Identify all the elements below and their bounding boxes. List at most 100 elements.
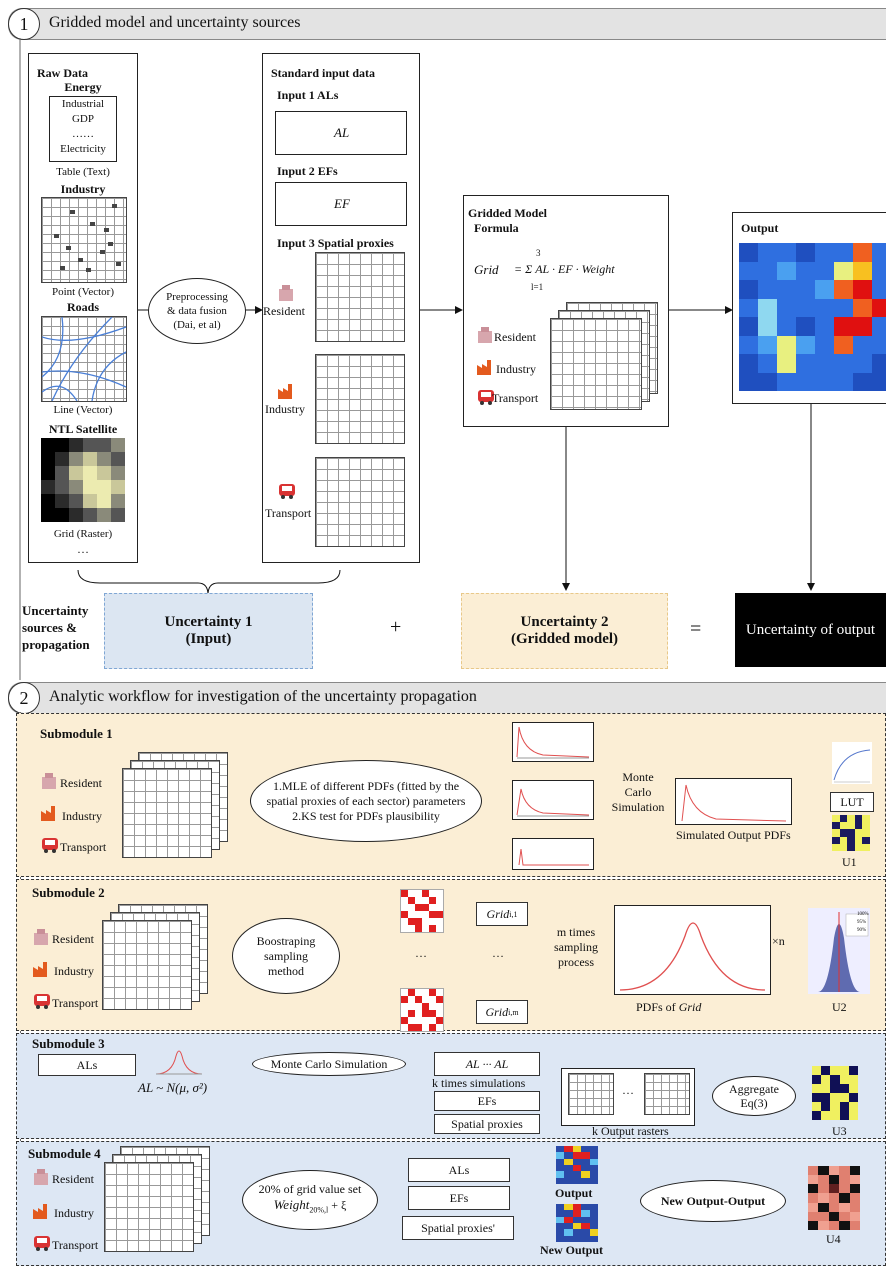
weight-formula: Weight20%,l + ξ [274, 1197, 347, 1217]
formula-lhs: Grid [474, 262, 499, 277]
raster-cell [853, 280, 872, 299]
raster-cell [83, 508, 97, 522]
raster-cell [422, 1010, 429, 1017]
u4-raster [808, 1166, 860, 1230]
raster-cell [97, 452, 111, 466]
raster-cell [828, 1202, 840, 1212]
unc1-line: Uncertainty 1 [164, 614, 253, 630]
raster-cell [581, 1222, 590, 1230]
raster-cell [849, 1220, 860, 1230]
u4-label: U4 [826, 1232, 841, 1246]
raster-cell [83, 438, 97, 452]
raster-cell [818, 1184, 829, 1194]
raster-cell [408, 904, 415, 911]
raster-cell [422, 1003, 429, 1010]
uncertainty-2-box: Uncertainty 2 (Gridded model) [461, 593, 668, 669]
raster-cell [581, 1177, 590, 1184]
raster-cell [415, 1024, 422, 1031]
lut-box: LUT [830, 792, 874, 812]
road-line-map [41, 316, 127, 402]
raster-cell [777, 354, 796, 373]
raster-cell [848, 1111, 858, 1120]
raster-cell [808, 1193, 819, 1203]
raster-cell [401, 996, 408, 1003]
raster-cell [849, 1175, 860, 1185]
raster-cell [564, 1177, 573, 1184]
resident-proxy-grid [315, 252, 405, 342]
raster-cell [815, 372, 834, 391]
raster-cell [581, 1216, 590, 1223]
raster-cell [739, 372, 758, 391]
raster-cell [839, 836, 848, 844]
raster-cell [828, 1175, 840, 1185]
sm2-grid-front [102, 920, 192, 1010]
raster-cell [796, 298, 815, 317]
raster-cell [41, 494, 55, 508]
transport-label: Transport [265, 506, 312, 520]
raster-cell [69, 508, 83, 522]
raster-cell [572, 1158, 582, 1165]
raster-cell [572, 1216, 582, 1223]
raster-cell [436, 897, 443, 904]
pdf-plot-1 [512, 722, 594, 762]
raster-cell [111, 508, 125, 522]
pdfs-of-label: PDFs of Grid [636, 1000, 701, 1015]
raster-cell [581, 1158, 590, 1165]
raster-cell [422, 925, 429, 932]
k-output-label: k Output rasters [592, 1124, 669, 1138]
raster-cell [872, 372, 886, 391]
grid-im-sub: i,m [508, 1007, 519, 1017]
raster-cell [422, 890, 429, 897]
raster-cell [556, 1164, 565, 1172]
raster-cell [581, 1164, 590, 1172]
unc1-line: (Input) [185, 631, 232, 647]
transport-icon [476, 388, 496, 406]
roads-label: Roads [66, 300, 99, 314]
mc-line: Monte Carlo [622, 770, 654, 799]
raster-cell [739, 354, 758, 373]
industry-proxy-grid [315, 354, 405, 444]
m-times-label: m times sampling process [545, 925, 607, 970]
raster-cell [572, 1171, 582, 1178]
raster-cell [815, 280, 834, 299]
raster-cell [556, 1158, 565, 1165]
raster-cell [839, 1193, 850, 1203]
raster-cell [832, 822, 840, 830]
simulated-pdf-plot [675, 778, 792, 825]
raster-cell [429, 989, 436, 996]
u1-raster [832, 815, 870, 851]
raster-cell [854, 829, 863, 837]
point-vector-map [41, 197, 127, 283]
raster-cell [834, 298, 853, 317]
resident-icon [32, 1168, 52, 1186]
raster-cell [839, 829, 848, 837]
ellipsis: … [77, 542, 89, 556]
raster-cell [830, 1102, 840, 1111]
resident-icon [476, 326, 496, 344]
raster-cell [847, 836, 855, 844]
raster-cell [436, 890, 443, 897]
energy-label: Energy [64, 80, 102, 94]
raster-cell [581, 1204, 590, 1211]
raster-cell [818, 1166, 829, 1176]
raster-cell [830, 1075, 840, 1084]
raster-cell [834, 335, 853, 354]
raster-cell [69, 480, 83, 494]
raster-cell [422, 911, 429, 918]
raster-cell [589, 1229, 598, 1236]
raster-cell [83, 480, 97, 494]
unc2-line: (Gridded model) [510, 631, 619, 647]
raster-cell [589, 1204, 598, 1211]
sm4-grid-front [104, 1162, 194, 1252]
raster-cell [832, 815, 840, 823]
transport-icon [40, 836, 60, 854]
raster-cell [429, 925, 436, 932]
preproc-line: & data fusion [167, 305, 227, 317]
raster-cell [839, 1093, 849, 1102]
raster-cell [429, 911, 436, 918]
raster-cell [415, 904, 422, 911]
sm2-transport-label: Transport [52, 996, 99, 1010]
raster-cell [839, 1184, 850, 1194]
k-raster-k [644, 1073, 690, 1115]
